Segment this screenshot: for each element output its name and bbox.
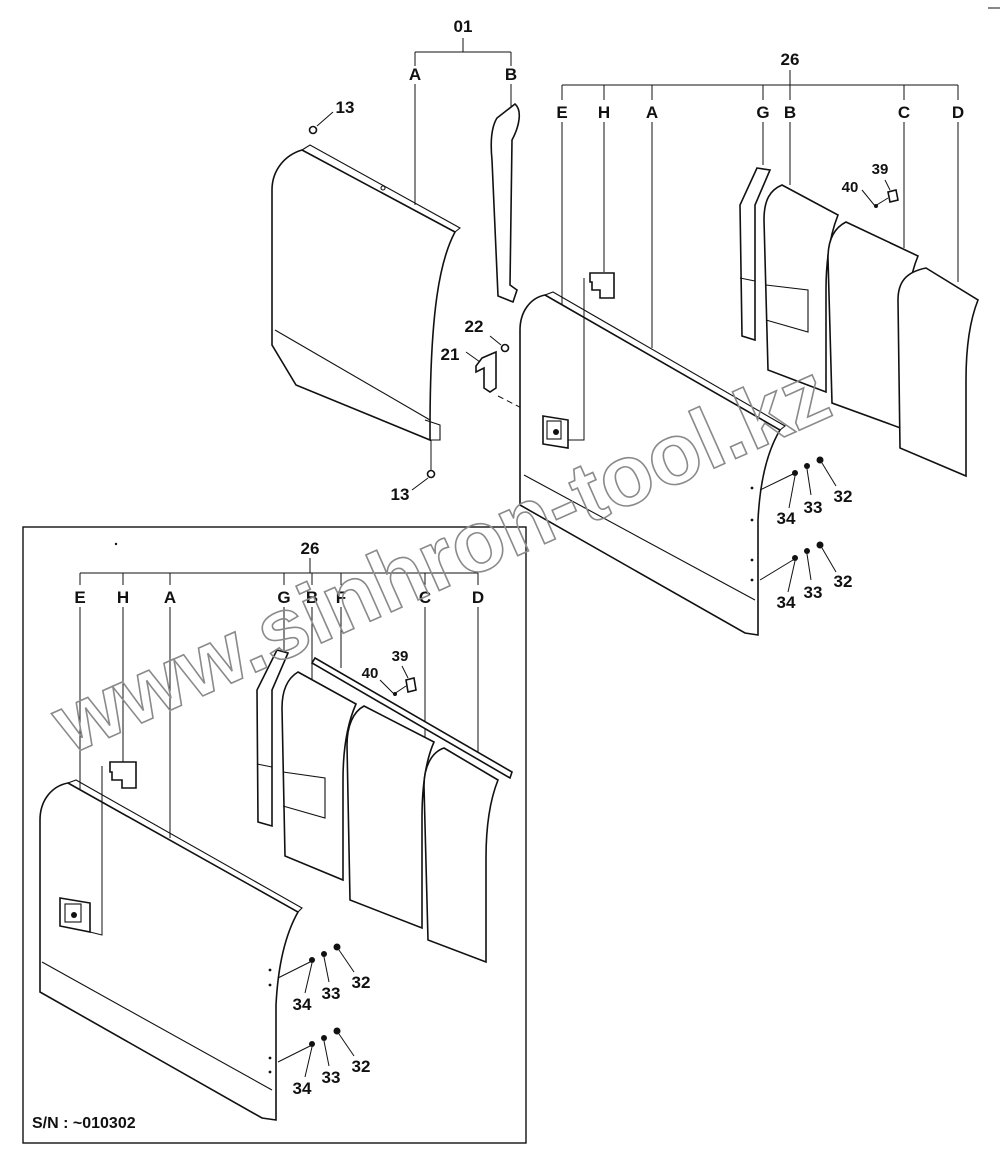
label-40-top: 40: [842, 179, 859, 196]
inset-label-d: D: [472, 588, 484, 607]
inset-label-34-2: 34: [293, 1079, 312, 1098]
inset-label-26: 26: [301, 539, 320, 558]
inset-screw-40: [379, 679, 407, 696]
inset-label-a: A: [164, 588, 176, 607]
label-26: 26: [781, 50, 800, 69]
bolt-13-bottom: [411, 440, 436, 491]
bracket-21: [465, 350, 497, 393]
label-34-top-2: 34: [777, 593, 796, 612]
inset-label-33-2: 33: [322, 1068, 341, 1087]
label-32-top-2: 32: [834, 572, 853, 591]
inset-handle-26e: [59, 897, 91, 933]
inset-label-39: 39: [392, 648, 409, 665]
label-26-h: H: [598, 103, 610, 122]
label-26-a: A: [646, 103, 658, 122]
label-26-g: G: [756, 103, 769, 122]
label-34-top-1: 34: [777, 509, 796, 528]
inset-clip-39: [401, 665, 417, 693]
inset-label-f: F: [336, 588, 346, 607]
inset-label-h: H: [117, 588, 129, 607]
label-01: 01: [454, 17, 473, 36]
inset-panel-26c: [346, 705, 436, 930]
seal-strip-01b: [490, 102, 521, 304]
inset-fastener-row-1: [277, 943, 355, 994]
inset-label-e: E: [74, 588, 85, 607]
inset-label-33-1: 33: [322, 984, 341, 1003]
serial-number-note: S/N : ~010302: [32, 1115, 136, 1132]
bolt-13-top: [308, 111, 334, 135]
label-13-top: 13: [336, 98, 355, 117]
inset-strip-26g: [256, 649, 290, 828]
inset-label-34-1: 34: [293, 995, 312, 1014]
inset-frame: [22, 526, 527, 1144]
label-39-top: 39: [872, 161, 889, 178]
fastener-row-2-top: [759, 541, 837, 593]
bolt-22: [489, 335, 510, 353]
inset-label-g: G: [277, 588, 290, 607]
inset-label-32-2: 32: [352, 1057, 371, 1076]
inset-hinge-26h: [89, 761, 137, 936]
inset-main-panel-26a: [39, 779, 303, 1121]
label-26-e: E: [556, 103, 567, 122]
label-33-top-2: 33: [804, 583, 823, 602]
strip-26g-top: [739, 167, 772, 342]
label-32-top-1: 32: [834, 487, 853, 506]
handle-26e-top: [542, 415, 569, 449]
label-01-a: A: [409, 65, 421, 84]
label-33-top-1: 33: [804, 498, 823, 517]
group-26-leaders: [561, 70, 959, 432]
label-21: 21: [441, 345, 460, 364]
inset-speck: [114, 542, 118, 546]
label-26-c: C: [898, 103, 910, 122]
panel-26b-top: [763, 184, 840, 394]
inset-label-c: C: [419, 588, 431, 607]
inset-group-26-leaders: [79, 558, 479, 908]
front-panel-01a: [271, 144, 461, 442]
inset-label-32-1: 32: [352, 973, 371, 992]
fastener-row-1-top: [759, 456, 837, 509]
label-26-b: B: [784, 103, 796, 122]
inset-label-b: B: [306, 588, 318, 607]
hinge-26h-top: [568, 272, 615, 441]
clip-39-top: [884, 179, 899, 203]
inset-strip-26f: [310, 656, 513, 780]
label-01-b: B: [505, 65, 517, 84]
inset-label-40: 40: [362, 665, 379, 682]
top-main-panel-26a: [519, 291, 786, 636]
inset-panel-26b: [281, 671, 358, 882]
label-22: 22: [465, 317, 484, 336]
label-26-d: D: [952, 103, 964, 122]
label-13-bottom: 13: [391, 485, 410, 504]
inset-panel-26d: [423, 747, 499, 964]
inset-fastener-row-2: [277, 1027, 355, 1078]
panel-26d-top: [897, 267, 979, 478]
screw-40-top: [861, 189, 889, 208]
